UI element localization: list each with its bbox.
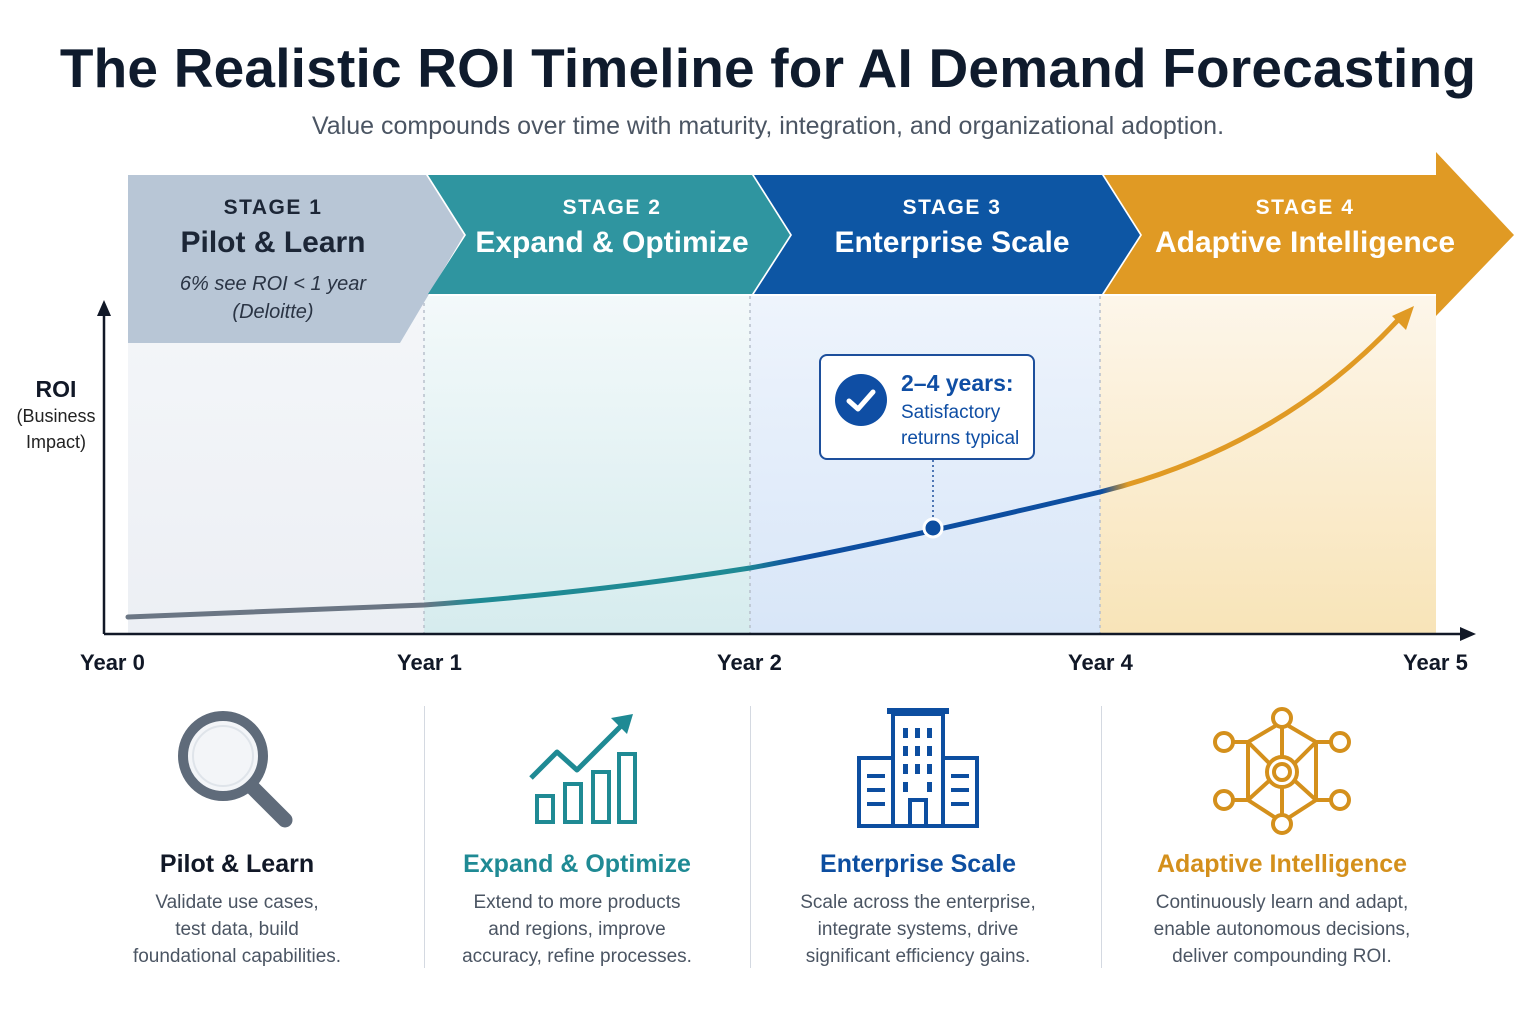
page-title: The Realistic ROI Timeline for AI Demand…	[59, 37, 1477, 99]
card-desc-line: test data, build	[175, 919, 299, 940]
stage1-card: Pilot & Learn Validate use cases, test d…	[77, 700, 397, 970]
y-axis-sublabel-2: Impact)	[25, 432, 86, 452]
card-desc-line: accuracy, refine processes.	[462, 946, 692, 967]
year-label: Year 5	[1403, 650, 1468, 675]
stage3-panel	[750, 296, 1100, 634]
card-title: Enterprise Scale	[820, 850, 1016, 878]
roi-timeline-diagram	[97, 152, 1514, 641]
stage4-name: Adaptive Intelligence	[1154, 226, 1456, 259]
y-axis-arrowhead	[97, 300, 111, 316]
roi-curve	[125, 317, 1401, 620]
x-axis-arrowhead	[1460, 627, 1476, 641]
card-description: Scale across the enterprise, integrate s…	[758, 889, 1078, 970]
stage2-panel	[424, 296, 750, 634]
network-icon	[1213, 707, 1351, 835]
card-description: Validate use cases, test data, build fou…	[77, 889, 397, 970]
page-subtitle: Value compounds over time with maturity,…	[311, 112, 1225, 140]
year-label: Year 4	[1068, 650, 1133, 675]
y-axis-label: ROI (Business Impact)	[10, 376, 102, 455]
roi-curve-arrowhead	[1392, 306, 1414, 330]
stage3-label: STAGE 3 Enterprise Scale	[782, 196, 1122, 260]
card-desc-line: and regions, improve	[488, 919, 666, 940]
stage2-name: Expand & Optimize	[475, 226, 749, 259]
year-label: Year 2	[717, 650, 782, 675]
stage1-note: 6% see ROI < 1 year (Deloitte)	[128, 270, 418, 326]
card-title: Adaptive Intelligence	[1156, 850, 1408, 878]
stage2-label: STAGE 2 Expand & Optimize	[452, 196, 772, 260]
stage3-card: Enterprise Scale Scale across the enterp…	[758, 700, 1078, 970]
card-desc-line: Continuously learn and adapt,	[1155, 892, 1409, 913]
card-desc-line: foundational capabilities.	[132, 946, 342, 967]
stage1-panel	[128, 296, 424, 634]
callout-headline: 2–4 years:	[901, 370, 1014, 396]
check-circle-icon	[835, 374, 887, 426]
stage3-number: STAGE 3	[902, 196, 1002, 219]
stage3-name: Enterprise Scale	[834, 226, 1070, 259]
card-desc-line: Extend to more products	[473, 892, 681, 913]
stage3-banner	[754, 175, 1140, 294]
card-desc-line: integrate systems, drive	[817, 919, 1019, 940]
card-description: Extend to more products and regions, imp…	[417, 889, 737, 970]
stage1-note-line2: (Deloitte)	[232, 301, 314, 323]
stage1-note-line1: 6% see ROI < 1 year	[179, 273, 367, 295]
card-desc-line: enable autonomous decisions,	[1153, 919, 1411, 940]
callout-line2: returns typical	[901, 428, 1020, 449]
card-title: Pilot & Learn	[159, 850, 315, 878]
callout-line1: Satisfactory	[901, 402, 1001, 423]
callout-body: Satisfactory returns typical	[901, 400, 1019, 452]
roi-callout: 2–4 years: Satisfactory returns typical	[819, 354, 1035, 460]
magnifier-icon	[178, 711, 293, 828]
card-desc-line: deliver compounding ROI.	[1172, 946, 1392, 967]
growth-chart-icon	[529, 714, 637, 824]
card-divider	[750, 706, 751, 968]
card-divider	[1101, 706, 1102, 968]
y-axis-sublabel-1: (Business	[16, 406, 96, 426]
stage2-banner	[428, 175, 790, 294]
stage4-panel	[1100, 296, 1436, 634]
stage2-card: Expand & Optimize Extend to more product…	[417, 700, 737, 970]
stage1-number: STAGE 1	[223, 196, 323, 219]
stage1-label: STAGE 1 Pilot & Learn 6% see ROI < 1 yea…	[128, 196, 418, 326]
stage1-name: Pilot & Learn	[180, 226, 366, 259]
stage4-banner	[1104, 152, 1514, 316]
stage2-number: STAGE 2	[562, 196, 662, 219]
card-title: Expand & Optimize	[463, 850, 691, 878]
year-label: Year 1	[397, 650, 462, 675]
card-desc-line: Validate use cases,	[155, 892, 319, 913]
year-label: Year 0	[80, 650, 145, 675]
callout-marker	[922, 517, 944, 539]
card-description: Continuously learn and adapt, enable aut…	[1122, 889, 1442, 970]
y-axis-title: ROI	[35, 376, 77, 402]
card-divider	[424, 706, 425, 968]
card-desc-line: significant efficiency gains.	[805, 946, 1031, 967]
stage1-banner	[128, 175, 464, 343]
card-desc-line: Scale across the enterprise,	[800, 892, 1036, 913]
stage4-number: STAGE 4	[1255, 196, 1355, 219]
stage4-label: STAGE 4 Adaptive Intelligence	[1130, 196, 1480, 260]
stage4-card: Adaptive Intelligence Continuously learn…	[1122, 700, 1442, 970]
building-icon	[857, 708, 979, 828]
